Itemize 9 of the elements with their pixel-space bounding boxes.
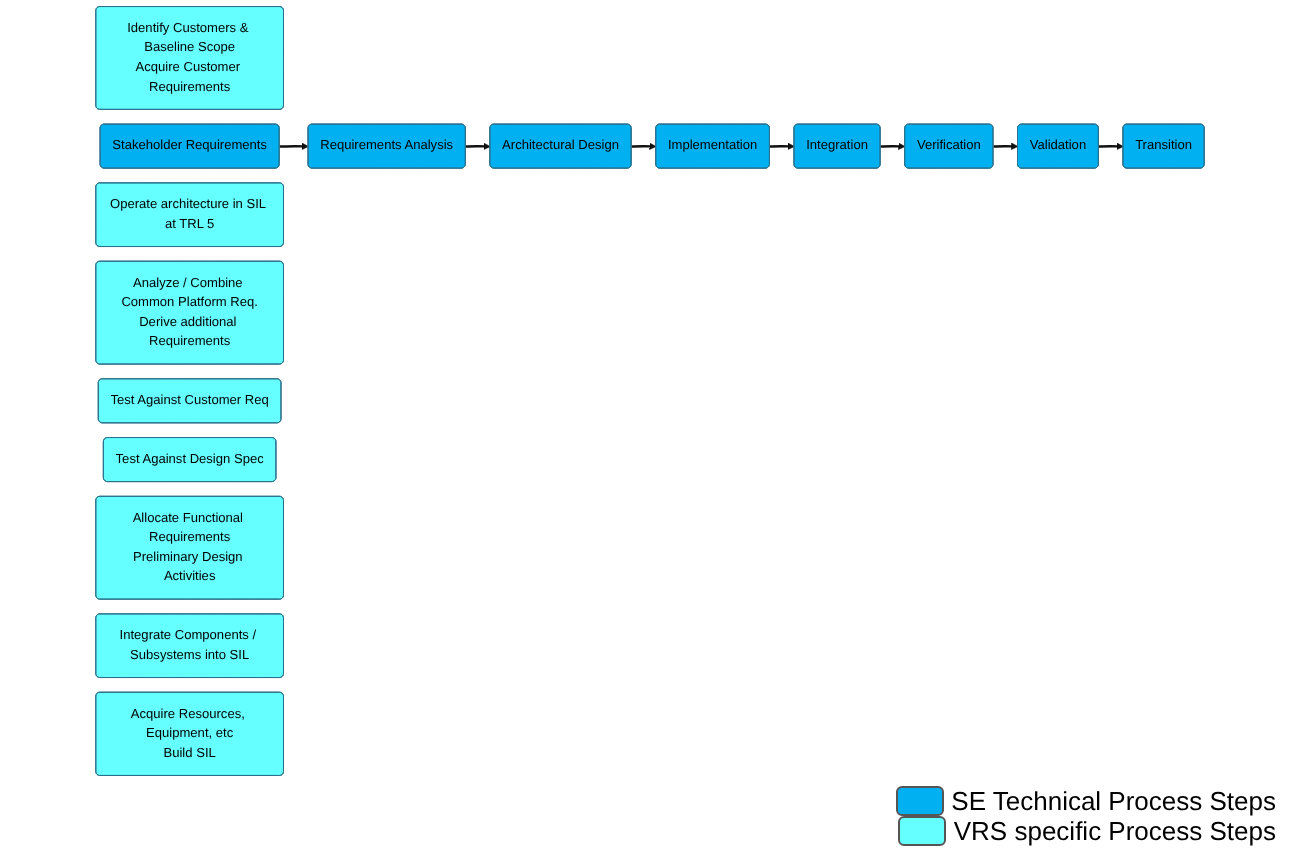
arrow <box>880 142 906 150</box>
arrow <box>465 142 491 150</box>
arrow <box>993 142 1019 150</box>
arrow <box>279 142 309 150</box>
arrow <box>1098 142 1124 150</box>
arrow <box>769 142 795 150</box>
arrow <box>631 142 657 150</box>
legend-text: SE Technical Process Steps <box>951 786 1276 816</box>
legend-text: VRS specific Process Steps <box>953 816 1276 846</box>
